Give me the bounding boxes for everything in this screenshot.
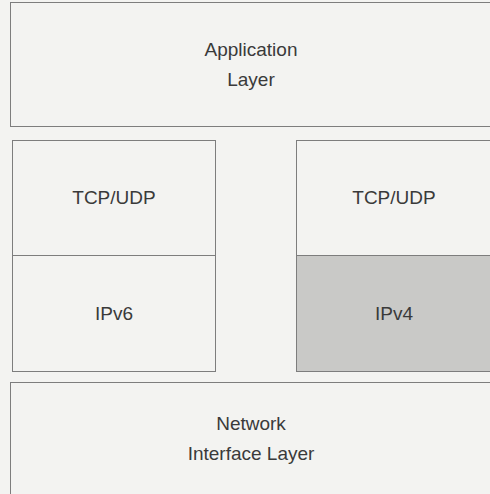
layer-box: Network Interface Layer bbox=[10, 382, 490, 494]
layer-label: Network Interface Layer bbox=[182, 409, 320, 469]
protocol-box: IPv6 bbox=[12, 255, 216, 372]
layer-label: TCP/UDP bbox=[72, 183, 155, 213]
layer-label: TCP/UDP bbox=[352, 183, 435, 213]
layer-label: IPv6 bbox=[95, 299, 133, 329]
protocol-box: IPv4 bbox=[296, 255, 490, 372]
protocol-box: TCP/UDP bbox=[296, 140, 490, 256]
protocol-box: TCP/UDP bbox=[12, 140, 216, 256]
layer-box: Application Layer bbox=[10, 2, 490, 127]
layer-label: IPv4 bbox=[375, 299, 413, 329]
layer-label: Application Layer bbox=[182, 35, 320, 95]
